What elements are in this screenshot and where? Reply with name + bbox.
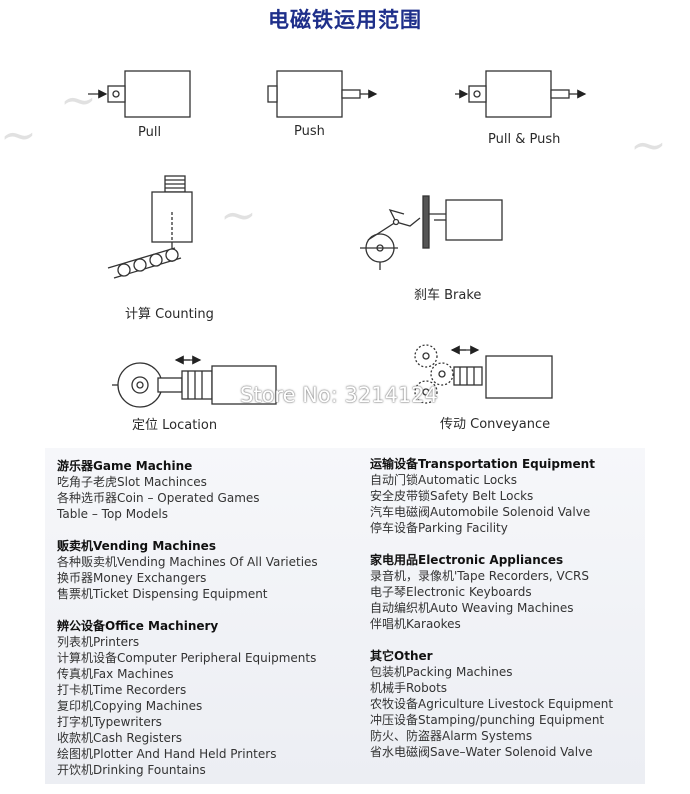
list-item: 汽车电磁阀Automobile Solenoid Valve <box>370 505 591 519</box>
list-item: 自动编织机Auto Weaving Machines <box>370 601 574 615</box>
list-item: 复印机Copying Machines <box>57 699 203 713</box>
list-item: 自动门锁Automatic Locks <box>370 473 517 487</box>
list-item: 省水电磁阀Save–Water Solenoid Valve <box>370 745 593 759</box>
location-mechanism <box>112 355 277 408</box>
list-item: 安全皮带锁Safety Belt Locks <box>370 489 534 503</box>
list-item: 各种贩卖机Vending Machines Of All Varieties <box>57 555 318 569</box>
list-item: 冲压设备Stamping/punching Equipment <box>370 713 605 727</box>
watermark-glyph: ~ <box>630 120 667 171</box>
list-item: 打字机Typewriters <box>57 715 162 729</box>
category-group: 贩卖机Vending Machines 各种贩卖机Vending Machine… <box>57 538 318 602</box>
list-item: 列表机Printers <box>57 635 140 649</box>
pull-solenoid <box>88 70 191 118</box>
category-heading: 其它Other <box>370 649 433 663</box>
category-heading: 运输设备Transportation Equipment <box>370 457 595 471</box>
category-heading: 游乐器Game Machine <box>57 459 193 473</box>
category-heading: 家电用品Electronic Appliances <box>370 553 564 567</box>
category-group: 辨公设备Office Machinery 列表机Printers 计算机设备Co… <box>57 618 318 778</box>
list-item: 吃角子老虎Slot Machinces <box>57 475 207 489</box>
category-heading: 辨公设备Office Machinery <box>57 619 219 633</box>
list-item: 传真机Fax Machines <box>57 667 174 681</box>
list-item: 停车设备Parking Facility <box>370 521 508 535</box>
push-solenoid <box>267 70 378 118</box>
watermark-glyph: ~ <box>220 190 257 241</box>
solenoid-diagrams <box>88 70 587 408</box>
list-item: 各种选币器Coin – Operated Games <box>57 491 260 505</box>
list-item: 打卡机Time Recorders <box>57 683 187 697</box>
pull-push-caption: Pull & Push <box>488 132 561 147</box>
list-item: Table – Top Models <box>57 507 169 521</box>
category-group: 其它Other 包装机Packing Machines 机械手Robots 农牧… <box>370 648 613 760</box>
list-item: 农牧设备Agriculture Livestock Equipment <box>370 697 614 711</box>
list-item: 绘图机Plotter And Hand Held Printers <box>57 747 277 761</box>
category-group: 游乐器Game Machine 吃角子老虎Slot Machinces 各种选币… <box>57 458 318 522</box>
list-item: 计算机设备Computer Peripheral Equipments <box>57 651 317 665</box>
brake-mechanism <box>360 195 503 270</box>
watermark-glyph: ~ <box>0 110 37 161</box>
right-column: 运输设备Transportation Equipment 自动门锁Automat… <box>370 456 613 776</box>
conveyance-caption: 传动 Conveyance <box>440 417 551 432</box>
conveyance-mechanism <box>414 344 553 404</box>
counting-mechanism <box>107 175 193 279</box>
brake-caption: 刹车 Brake <box>414 288 482 303</box>
store-watermark: Store No: 3214124 <box>240 383 439 407</box>
list-item: 防火、防盗器Alarm Systems <box>370 729 533 743</box>
pull-caption: Pull <box>138 125 162 140</box>
list-item: 包装机Packing Machines <box>370 665 513 679</box>
left-column: 游乐器Game Machine 吃角子老虎Slot Machinces 各种选币… <box>57 458 318 794</box>
location-caption: 定位 Location <box>132 418 218 433</box>
watermark-glyph: ~ <box>60 75 97 126</box>
counting-caption: 计算 Counting <box>125 307 214 322</box>
category-heading: 贩卖机Vending Machines <box>57 539 216 553</box>
list-item: 机械手Robots <box>370 681 448 695</box>
list-item: 开饮机Drinking Fountains <box>57 763 206 777</box>
list-item: 收款机Cash Registers <box>57 731 183 745</box>
pull-push-solenoid <box>455 70 587 118</box>
applications-panel <box>45 448 645 784</box>
list-item: 售票机Ticket Dispensing Equipment <box>57 587 268 601</box>
list-item: 换币器Money Exchangers <box>57 571 207 585</box>
list-item: 电子琴Electronic Keyboards <box>370 585 532 599</box>
list-item: 录音机，录像机'Tape Recorders, VCRS <box>370 569 590 583</box>
push-caption: Push <box>294 124 325 139</box>
category-group: 运输设备Transportation Equipment 自动门锁Automat… <box>370 456 613 536</box>
page-title: 电磁铁运用范围 <box>268 8 422 32</box>
category-group: 家电用品Electronic Appliances 录音机，录像机'Tape R… <box>370 552 613 632</box>
list-item: 伴唱机Karaokes <box>370 617 461 631</box>
